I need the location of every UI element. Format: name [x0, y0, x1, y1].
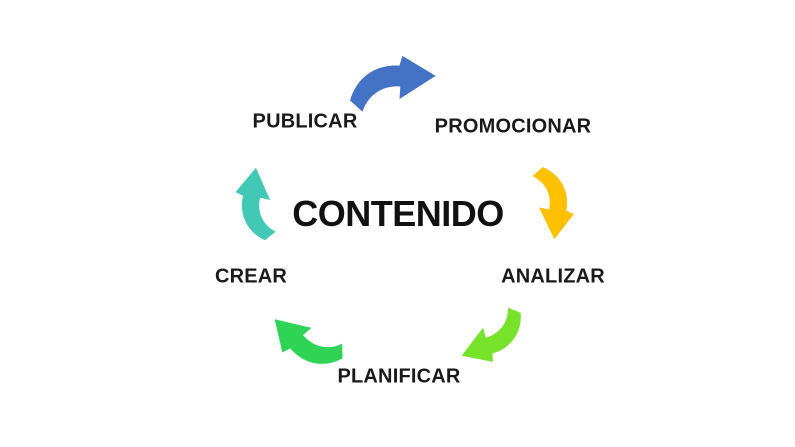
curved-arrow-shape [350, 55, 436, 112]
step-label-publicar: PUBLICAR [252, 110, 358, 133]
step-label-analizar: ANALIZAR [501, 265, 605, 288]
arrow-analizar-to-planificar-icon [448, 300, 538, 375]
curved-arrow-shape [235, 167, 276, 241]
curved-arrow-shape [274, 319, 343, 364]
arrow-publicar-to-promocionar-icon [342, 51, 442, 116]
arrow-promocionar-to-analizar-icon [528, 163, 577, 242]
step-label-planificar: PLANIFICAR [337, 365, 461, 388]
arrow-crear-to-publicar-icon [230, 164, 282, 245]
arrow-planificar-to-crear-icon [258, 296, 354, 389]
curved-arrow-shape [461, 307, 521, 362]
diagram-center-title: CONTENIDO [292, 193, 504, 234]
step-label-promocionar: PROMOCIONAR [434, 115, 592, 138]
step-label-crear: CREAR [214, 265, 288, 288]
curved-arrow-shape [532, 167, 574, 240]
